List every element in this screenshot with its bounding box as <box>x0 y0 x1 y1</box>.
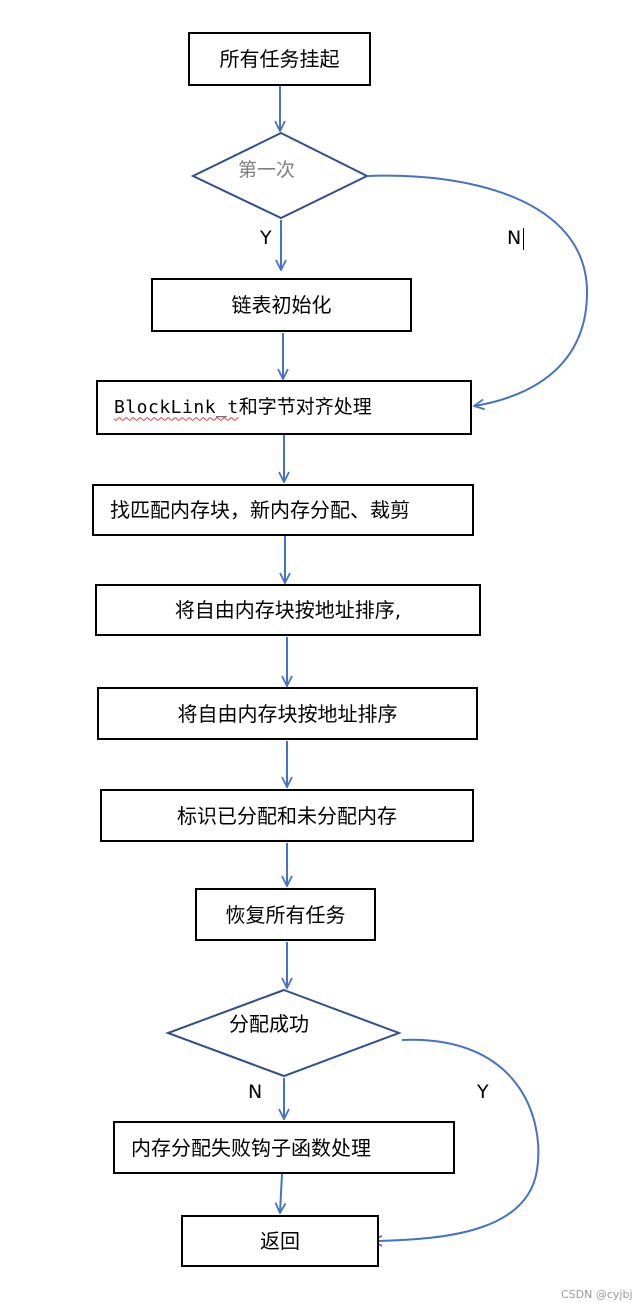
step-mark-memory: 标识已分配和未分配内存 <box>100 789 474 842</box>
step-fail-hook-label: 内存分配失败钩子函数处理 <box>131 1135 371 1160</box>
step-sort-free-blocks-1: 将自由内存块按地址排序, <box>95 584 481 636</box>
edge-label-success-yes: Y <box>477 1081 489 1103</box>
step-mark-memory-label: 标识已分配和未分配内存 <box>177 803 397 828</box>
decision-alloc-success-label: 分配成功 <box>229 1012 309 1036</box>
text-cursor <box>523 228 524 250</box>
step-sort-free-blocks-2-label: 将自由内存块按地址排序 <box>177 701 398 726</box>
step-blocklink-align: BlockLink_t 和字节对齐处理 <box>96 380 472 435</box>
edge-label-first-yes: Y <box>260 227 272 249</box>
step-fail-hook: 内存分配失败钩子函数处理 <box>113 1121 455 1174</box>
decision-alloc-success-shape <box>165 988 402 1078</box>
step-init-list-label: 链表初始化 <box>231 293 332 317</box>
step-sort-free-blocks-1-label: 将自由内存块按地址排序, <box>174 598 402 622</box>
step-suspend-all-tasks: 所有任务挂起 <box>188 32 371 86</box>
decision-first-time-shape <box>190 131 370 220</box>
step-init-list: 链表初始化 <box>151 278 412 332</box>
step-return: 返回 <box>181 1215 379 1267</box>
arrow-first-no-bypass <box>367 174 589 406</box>
step-return-label: 返回 <box>260 1229 300 1253</box>
step-find-match-block: 找匹配内存块，新内存分配、裁剪 <box>92 484 474 536</box>
edge-label-first-no: N <box>507 227 522 249</box>
step-resume-all-tasks-label: 恢复所有任务 <box>225 902 346 927</box>
step-sort-free-blocks-2: 将自由内存块按地址排序 <box>97 687 478 740</box>
arrow-success-yes-bypass <box>372 1038 540 1241</box>
step-suspend-all-tasks-label: 所有任务挂起 <box>219 47 340 71</box>
edge-label-success-no: N <box>248 1081 263 1103</box>
watermark: CSDN @cyjbj <box>561 1288 633 1301</box>
step-blocklink-text: 和字节对齐处理 <box>238 396 372 418</box>
step-resume-all-tasks: 恢复所有任务 <box>195 888 376 941</box>
arrow-fail-to-return <box>280 1173 282 1213</box>
step-find-match-block-label: 找匹配内存块，新内存分配、裁剪 <box>110 498 410 522</box>
decision-first-time-label: 第一次 <box>238 159 296 181</box>
step-blocklink-code: BlockLink_t <box>114 396 239 418</box>
